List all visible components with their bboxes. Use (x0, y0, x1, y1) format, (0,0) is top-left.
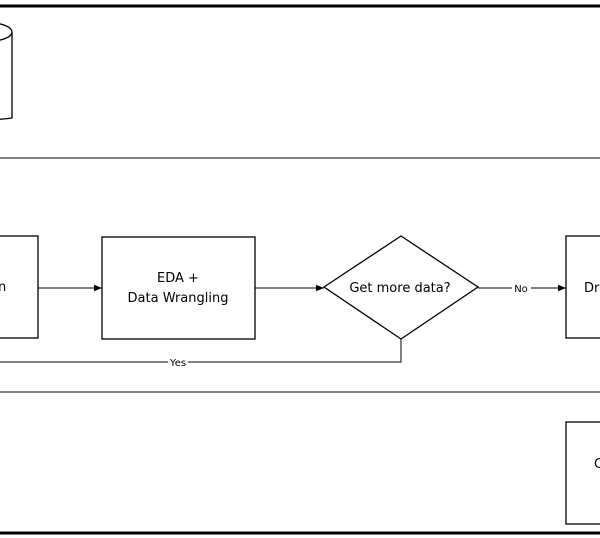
edge-yes-label: Yes (169, 358, 186, 369)
eda-label-line2: Data Wrangling (128, 291, 229, 306)
eda-label-line1: EDA + (157, 271, 199, 286)
edge-no-label: No (514, 284, 528, 295)
decision-label: Get more data? (349, 281, 450, 296)
left-process-box (0, 235, 39, 339)
bottom-right-process-box (565, 421, 600, 525)
bottom-right-process-label: C (594, 457, 600, 472)
database-cylinder (0, 23, 13, 120)
eda-process-box (101, 236, 256, 340)
right-process-label: Dr (584, 281, 600, 296)
left-process-label: n (0, 280, 6, 295)
right-process-box (565, 235, 600, 339)
edge-decision-yes-loop-a (188, 339, 402, 363)
